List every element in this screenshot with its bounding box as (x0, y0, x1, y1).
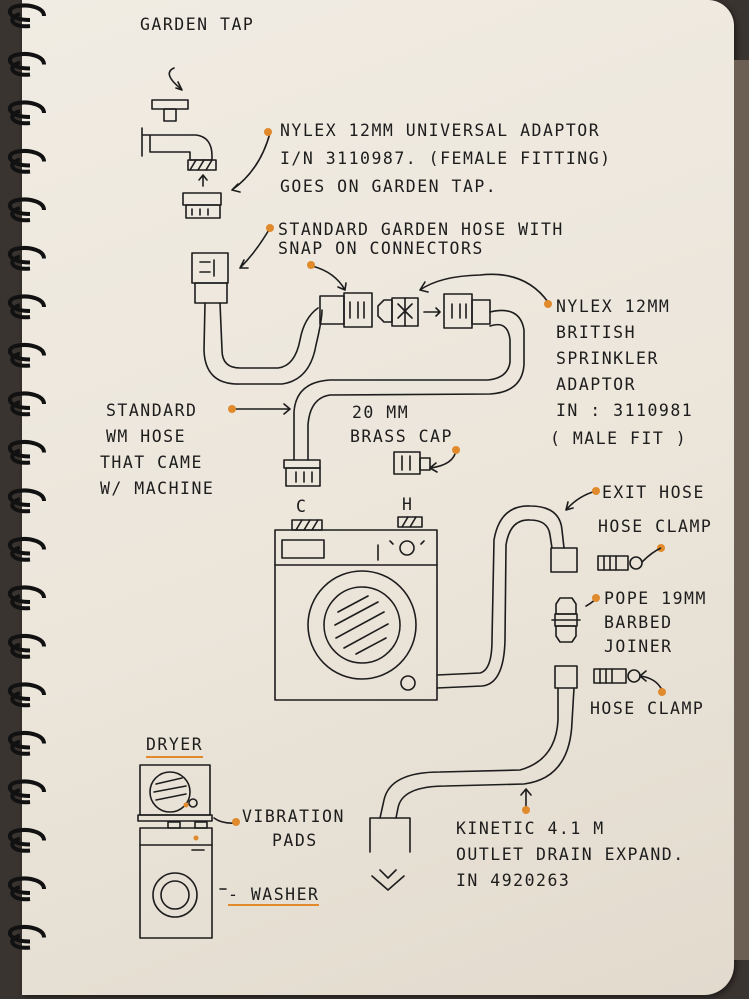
spiral-ring-inner (10, 788, 31, 805)
label-vibration-line1: VIBRATION (242, 807, 345, 826)
label-joiner-line2: BARBED (604, 613, 673, 632)
spiral-ring-inner (10, 497, 31, 514)
spiral-ring-inner (10, 254, 31, 271)
spiral-ring-inner (10, 206, 31, 223)
spiral-ring-inner (10, 60, 31, 77)
label-brass-cap-line2: BRASS CAP (350, 427, 453, 446)
label-nylex-adaptor-line2: I/N 3110987. (FEMALE FITTING) (280, 149, 612, 168)
spiral-ring-inner (10, 12, 31, 29)
label-dryer: DRYER (146, 734, 204, 758)
label-exit-hose: EXIT HOSE (602, 483, 705, 502)
spiral-binding (7, 3, 46, 950)
washing-machine-icon (274, 516, 438, 701)
label-wm-hose-line3: THAT CAME (100, 453, 203, 472)
label-cold: C (296, 497, 308, 516)
label-drain-line1: KINETIC 4.1 M (456, 819, 605, 838)
label-standard-hose-line1: STANDARD GARDEN HOSE WITH (278, 220, 564, 239)
dryer-icon (137, 764, 213, 822)
spiral-ring-inner (10, 691, 31, 708)
label-washer-text: - WASHER (228, 885, 320, 906)
spiral-ring-inner (10, 157, 31, 174)
label-sprinkler-line1: NYLEX 12MM (556, 297, 671, 316)
page-edge (734, 60, 749, 960)
label-sprinkler-line2: BRITISH (556, 323, 637, 342)
spiral-ring-inner (10, 351, 31, 368)
garden-tap-icon (141, 67, 222, 219)
label-hose-clamp-top: HOSE CLAMP (598, 517, 713, 536)
label-wm-hose-line4: W/ MACHINE (100, 479, 215, 498)
label-sprinkler-line4: ADAPTOR (556, 375, 637, 394)
label-joiner-line1: POPE 19MM (604, 589, 707, 608)
spiral-ring-inner (10, 400, 31, 417)
spiral-ring-inner (10, 545, 31, 562)
label-sprinkler-line5: IN : 3110981 (556, 401, 694, 420)
spiral-ring-inner (10, 885, 31, 902)
label-hose-clamp-bottom: HOSE CLAMP (590, 699, 705, 718)
washer-small-icon (139, 821, 213, 939)
label-standard-hose-line2: SNAP ON CONNECTORS (278, 239, 484, 258)
down-arrow-icon (371, 869, 405, 891)
label-sprinkler-line6: ( MALE FIT ) (550, 429, 688, 448)
label-brass-cap-line1: 20 MM (352, 403, 410, 422)
spiral-ring-inner (10, 739, 31, 756)
label-wm-hose-line2: WM HOSE (106, 427, 187, 446)
spiral-ring-inner (10, 303, 31, 320)
label-nylex-adaptor-line3: GOES ON GARDEN TAP. (280, 177, 498, 196)
label-garden-tap: GARDEN TAP (140, 15, 255, 34)
spiral-ring-inner (10, 594, 31, 611)
label-hot: H (402, 495, 414, 514)
spiral-ring-inner (10, 933, 31, 950)
label-nylex-adaptor-line1: NYLEX 12MM UNIVERSAL ADAPTOR (280, 121, 601, 140)
spiral-ring-inner (10, 836, 31, 853)
label-drain-line2: OUTLET DRAIN EXPAND. (456, 845, 685, 864)
label-drain-line3: IN 4920263 (456, 871, 571, 890)
spiral-ring-inner (10, 642, 31, 659)
label-sprinkler-line3: SPRINKLER (556, 349, 659, 368)
spiral-ring-inner (10, 448, 31, 465)
spiral-ring-inner (10, 109, 31, 126)
label-washer: - WASHER (228, 884, 320, 906)
label-vibration-line2: PADS (272, 831, 318, 850)
label-joiner-line3: JOINER (604, 637, 673, 656)
label-wm-hose-line1: STANDARD (106, 401, 198, 420)
